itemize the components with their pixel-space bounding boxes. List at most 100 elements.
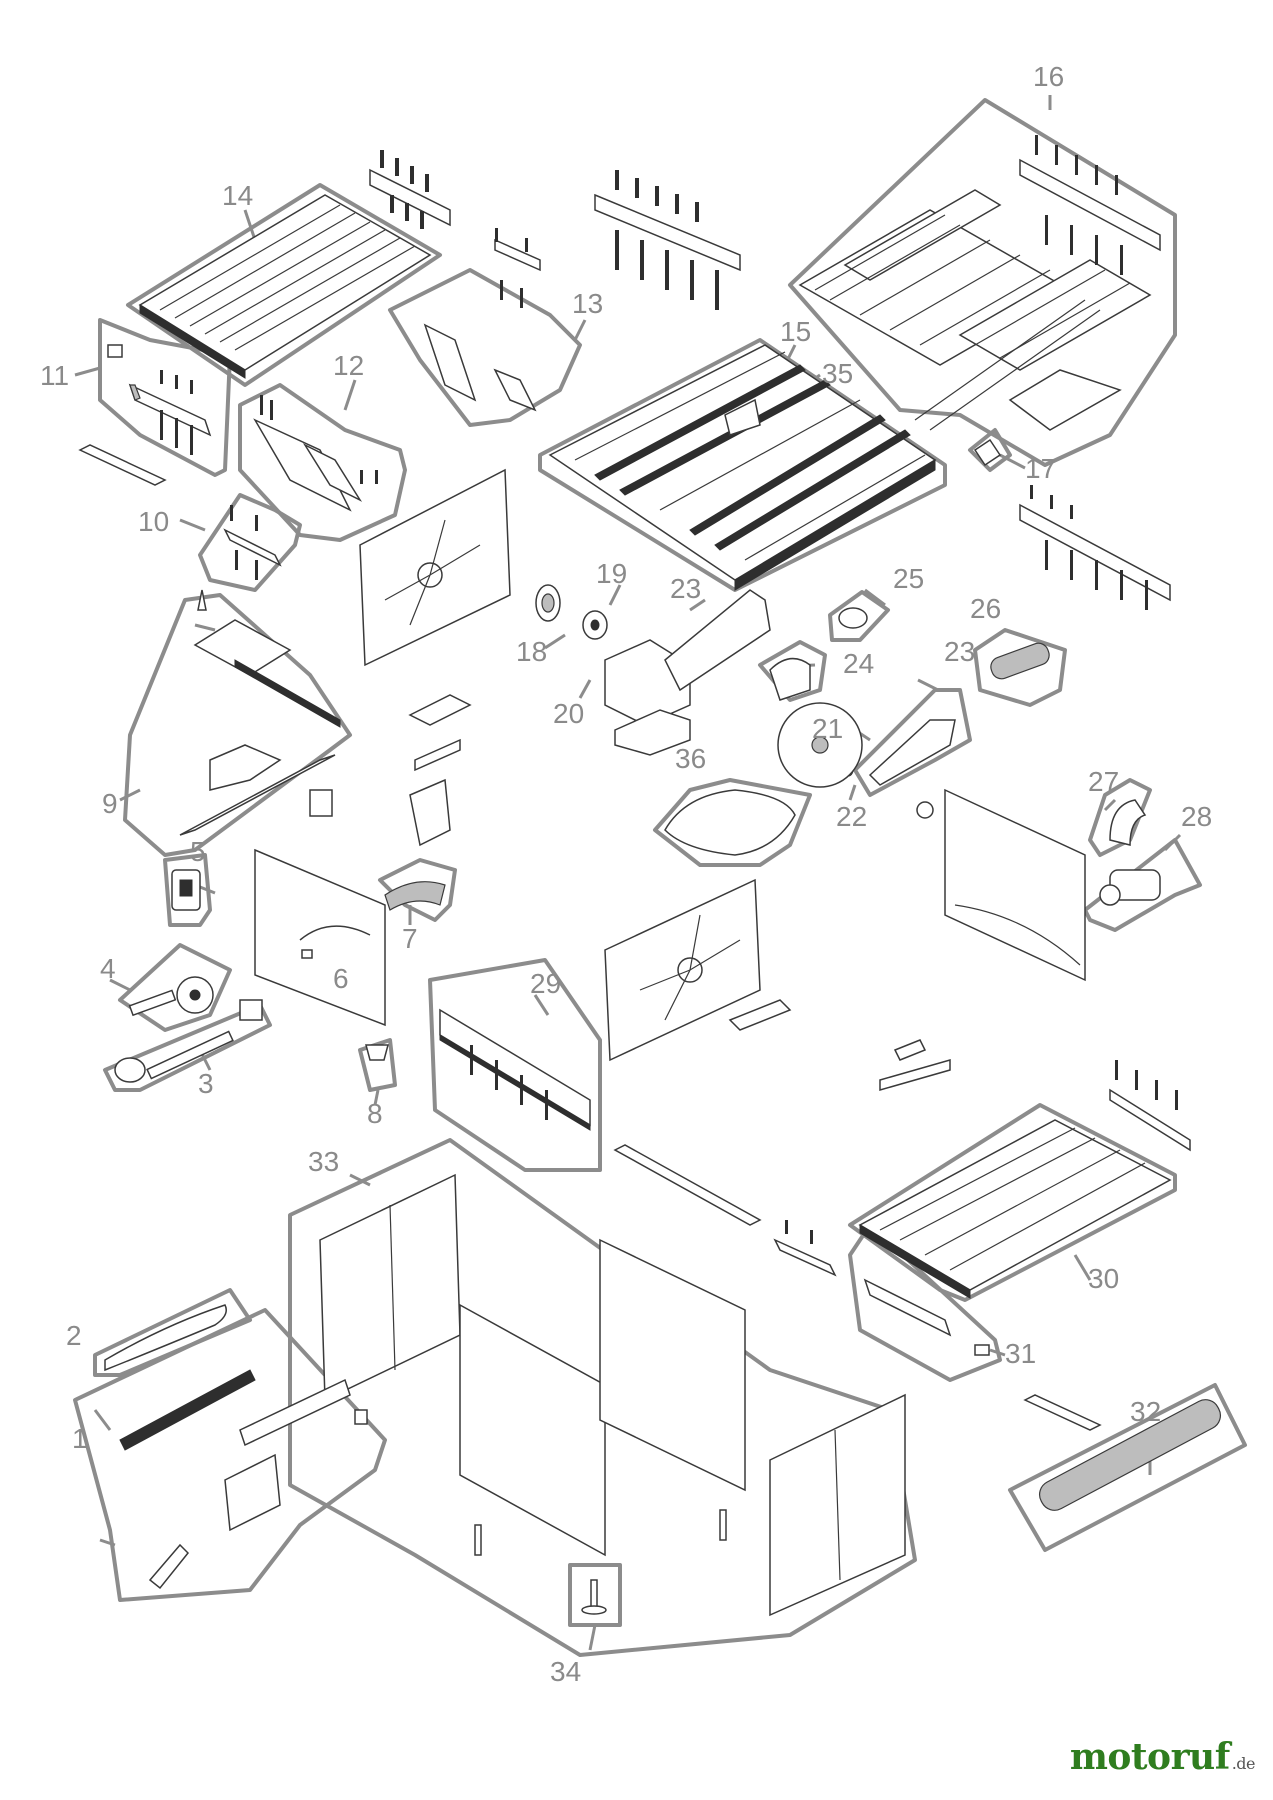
callout-10: 10 <box>138 506 170 537</box>
group-outline-8 <box>358 1038 397 1092</box>
callout-32: 32 <box>1130 1396 1162 1427</box>
part-housing-lower-panel <box>604 878 761 1062</box>
part-30-extension-table <box>858 1119 1172 1299</box>
callout-15: 15 <box>780 316 812 347</box>
callout-16: 16 <box>1033 61 1065 92</box>
watermark-tld: .de <box>1231 1754 1256 1773</box>
callout-26: 26 <box>970 593 1002 624</box>
part-26-handle-grip <box>990 642 1050 680</box>
callout-13: 13 <box>572 288 604 319</box>
part-6-clip <box>301 949 313 959</box>
callout-35: 35 <box>822 358 854 389</box>
callout-25: 25 <box>893 563 925 594</box>
callout-29: 29 <box>530 968 562 999</box>
part-28-dust-port <box>1099 869 1161 906</box>
part-12-support-bracket <box>253 395 378 512</box>
callout-23b: 23 <box>944 636 976 667</box>
part-27-elbow <box>1109 799 1147 846</box>
part-housing-back-panel <box>359 468 511 667</box>
callout-27: 27 <box>1088 766 1120 797</box>
part-height-lever <box>728 999 951 1091</box>
part-mounting-rail-lower-right <box>1109 1060 1191 1152</box>
part-24-blade-guard <box>769 657 811 701</box>
callout-9: 9 <box>102 788 118 819</box>
part-13-leg-bracket <box>423 228 541 412</box>
part-7-scale-arc <box>384 881 446 911</box>
part-strip-middle <box>613 1144 762 1226</box>
part-10-rail-clamp <box>223 505 282 580</box>
part-housing-side-panel <box>916 788 1086 982</box>
group-outline-25 <box>828 590 890 642</box>
part-mounting-rail-top-2 <box>594 170 741 310</box>
group-outline-14 <box>126 183 442 387</box>
group-outline-32 <box>1008 1383 1247 1552</box>
part-8-foot-cap <box>365 1044 389 1061</box>
group-outline-13 <box>388 268 582 427</box>
callout-1: 1 <box>72 1423 88 1454</box>
group-outline-26 <box>973 628 1067 707</box>
callout-5: 5 <box>190 836 206 867</box>
group-outline-5 <box>163 853 212 927</box>
callout-3: 3 <box>198 1068 214 1099</box>
group-outline-36 <box>653 778 812 867</box>
part-33-stand-cabinet <box>319 1173 906 1617</box>
group-outline-10 <box>198 493 302 592</box>
callout-18: 18 <box>516 636 548 667</box>
part-32-dust-hose <box>1038 1399 1222 1511</box>
callout-14: 14 <box>222 180 254 211</box>
group-outline-11 <box>98 318 232 477</box>
group-outline-7 <box>378 858 457 922</box>
callout-34: 34 <box>550 1656 582 1687</box>
part-14-extension-table <box>138 194 432 379</box>
group-outline-12 <box>238 383 407 542</box>
callout-24: 24 <box>843 648 875 679</box>
callout-33: 33 <box>308 1146 340 1177</box>
part-34-leveling-foot <box>581 1579 607 1615</box>
callout-7: 7 <box>402 923 418 954</box>
group-outline-34 <box>568 1563 622 1627</box>
callout-20: 20 <box>553 698 585 729</box>
part-2-push-stick <box>104 1304 227 1372</box>
callout-11: 11 <box>40 360 70 391</box>
callout-23a: 23 <box>670 573 702 604</box>
part-rail-clamp-lower <box>773 1220 837 1277</box>
group-outline-1 <box>73 1308 387 1602</box>
part-4-handwheel <box>128 976 214 1017</box>
part-18-pulley <box>535 584 561 622</box>
callout-31: 31 <box>1005 1338 1037 1369</box>
part-25-knob <box>838 607 868 629</box>
part-17-leg <box>973 438 1002 467</box>
part-3-spindle-knob <box>114 999 263 1083</box>
watermark-logo: motoruf.de <box>1069 1736 1256 1778</box>
callout-19: 19 <box>596 558 628 589</box>
callout-21: 21 <box>812 713 844 744</box>
part-strip-left <box>78 444 167 486</box>
part-tilt-mechanism <box>309 694 472 847</box>
callout-36: 36 <box>675 743 707 774</box>
part-housing-front-panel <box>254 848 386 1027</box>
callout-8: 8 <box>367 1098 383 1129</box>
callout-22: 22 <box>836 801 868 832</box>
part-16-extension-table <box>798 135 1161 431</box>
part-9-mitre-gauge <box>179 589 341 836</box>
part-23-riving-bracket-left <box>664 589 771 692</box>
part-mounting-rail-right <box>1019 485 1171 610</box>
callout-17: 17 <box>1025 453 1057 484</box>
watermark-brand: motoruf <box>1069 1736 1230 1778</box>
part-29-guide-rail <box>439 1008 591 1131</box>
group-outline-15 <box>538 338 947 592</box>
part-1-rip-fence <box>119 1369 368 1590</box>
part-15-table-top <box>548 344 937 591</box>
part-5-switch <box>171 869 201 911</box>
part-35-insert <box>724 398 761 436</box>
callout-4: 4 <box>100 953 116 984</box>
callout-2: 2 <box>66 1320 82 1351</box>
group-outline-29 <box>428 958 602 1172</box>
callout-12: 12 <box>333 350 365 381</box>
group-outline-4 <box>118 943 232 1032</box>
callout-6: 6 <box>333 963 349 994</box>
part-saw-blade <box>777 702 863 788</box>
part-strip-right <box>1023 1394 1102 1431</box>
callout-30: 30 <box>1088 1263 1120 1294</box>
